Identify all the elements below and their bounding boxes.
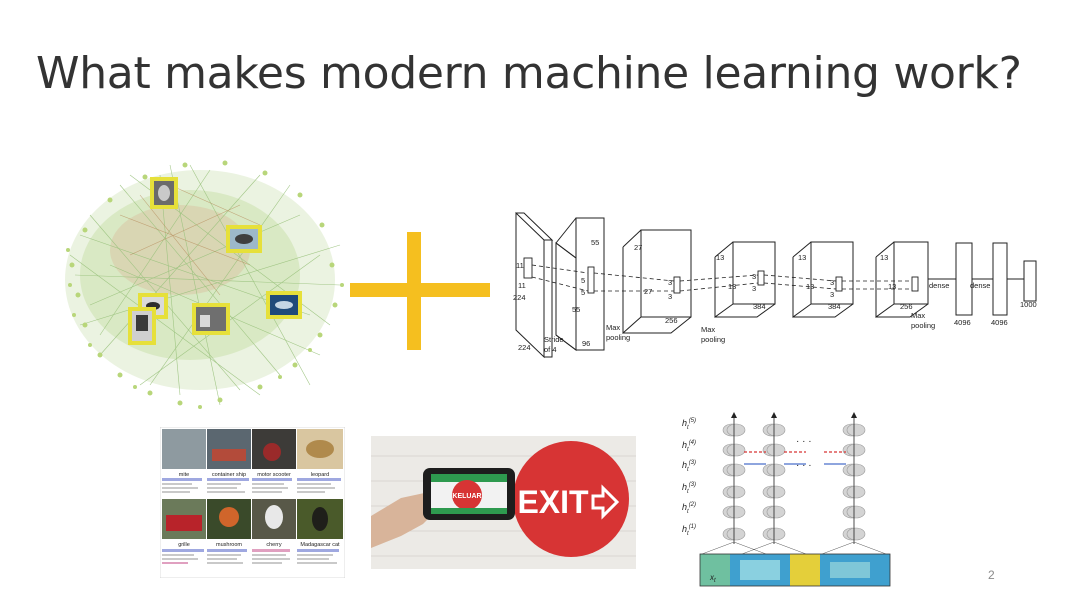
rnn-ellipsis-top: · · · — [796, 436, 812, 447]
rnn-input-label: xt — [709, 573, 716, 584]
knowledge-graph-figure — [65, 160, 344, 409]
cnn-label-k5b: 5 — [581, 288, 585, 297]
exit-sign-text: EXIT — [517, 484, 589, 520]
cnn-label-c13d: 13 — [806, 282, 814, 291]
cnn-label-in224a: 224 — [513, 293, 526, 302]
cnn-label-k3c: 3 — [752, 272, 756, 281]
cnn-label-c13c: 13 — [798, 253, 806, 262]
cnn-label-c256b: 256 — [900, 302, 913, 311]
cnn-architecture-diagram: 11 11 224 224 Stride of 4 55 55 96 5 5 M… — [513, 211, 1037, 359]
cnn-label-d1000: 1000 — [1020, 300, 1037, 309]
cnn-label-dense2: dense — [970, 281, 990, 290]
cnn-label-d4096a: 4096 — [954, 318, 971, 327]
cnn-label-k11a: 11 — [516, 261, 524, 270]
grid-top-label-4: leopard — [311, 472, 329, 478]
rnn-label-h1: ht(1) — [682, 524, 696, 537]
cnn-label-c27b: 27 — [644, 287, 652, 296]
thumb-seal — [266, 291, 302, 319]
cnn-label-k11b: 11 — [518, 281, 526, 290]
rnn-label-h3-top: ht(3) — [682, 460, 696, 473]
cnn-label-k3b: 3 — [668, 292, 672, 301]
rnn-label-h2: ht(2) — [682, 502, 696, 515]
cnn-label-stride: Stride — [544, 335, 564, 344]
cnn-label-maxpool2: Max — [701, 325, 715, 334]
cnn-label-c13f: 13 — [888, 282, 896, 291]
cnn-label-c256: 256 — [665, 316, 678, 325]
exit-sign — [513, 441, 629, 557]
grid-bottom-label-1: grille — [178, 542, 190, 548]
cnn-label-k3f: 3 — [830, 290, 834, 299]
phone-screen-text: KELUAR — [452, 493, 481, 500]
cnn-label-c13a: 13 — [716, 253, 724, 262]
cnn-label-c384a: 384 — [753, 302, 766, 311]
rnn-stack-diagram: ht(5) ht(4) ht(3) ht(3) ht(2) ht(1) — [682, 412, 891, 587]
thumb-wolf — [150, 177, 178, 209]
cnn-label-c27a: 27 — [634, 243, 642, 252]
cnn-label-maxpool2b: pooling — [701, 335, 725, 344]
grid-top-bars — [162, 478, 341, 493]
grid-bottom-label-2: mushroom — [216, 542, 242, 548]
cnn-label-maxpool3b: pooling — [911, 321, 935, 330]
rnn-ellipsis-mid: · · · — [796, 460, 812, 471]
rnn-label-h3: ht(3) — [682, 482, 696, 495]
plus-icon — [350, 232, 490, 350]
rnn-label-h4: ht(4) — [682, 440, 696, 453]
rnn-label-h5: ht(5) — [682, 418, 696, 431]
cnn-label-c384b: 384 — [828, 302, 841, 311]
cnn-label-k3a: 3 — [668, 278, 672, 287]
phone-translation-photo: EXIT KELUAR — [371, 436, 636, 569]
thumb-computer — [128, 307, 156, 345]
grid-top-label-3: motor scooter — [257, 472, 291, 478]
grid-bottom-label-4: Madagascar cat — [300, 542, 340, 548]
cnn-label-c13e: 13 — [880, 253, 888, 262]
cnn-label-c96: 96 — [582, 339, 590, 348]
spectrogram-input — [699, 553, 891, 587]
cnn-label-in224b: 224 — [518, 343, 531, 352]
cnn-label-dense1: dense — [929, 281, 949, 290]
cnn-label-maxpool3: Max — [911, 311, 925, 320]
cnn-label-c13b: 13 — [728, 282, 736, 291]
cnn-label-k5a: 5 — [581, 276, 585, 285]
cnn-label-maxpool1b: pooling — [606, 333, 630, 342]
cnn-label-c55a: 55 — [591, 238, 599, 247]
grid-bottom-label-3: cherry — [266, 542, 282, 548]
grid-bottom-bars — [162, 549, 339, 564]
graph-cloud — [65, 160, 344, 409]
cnn-label-stride-of: of 4 — [544, 345, 557, 354]
slide-title: What makes modern machine learning work? — [36, 48, 1022, 99]
cnn-label-maxpool1: Max — [606, 323, 620, 332]
thumb-room — [192, 303, 230, 335]
thumb-bird — [226, 225, 262, 253]
imagenet-results-grid: mite container ship motor scooter leopar… — [160, 427, 345, 578]
page-number: 2 — [988, 568, 995, 582]
rnn-columns — [722, 423, 866, 541]
cnn-label-d4096b: 4096 — [991, 318, 1008, 327]
grid-top-label-2: container ship — [212, 472, 246, 478]
cnn-label-k3d: 3 — [752, 284, 756, 293]
cnn-label-c55b: 55 — [572, 305, 580, 314]
grid-top-label-1: mite — [179, 472, 189, 478]
cnn-label-k3e: 3 — [830, 278, 834, 287]
